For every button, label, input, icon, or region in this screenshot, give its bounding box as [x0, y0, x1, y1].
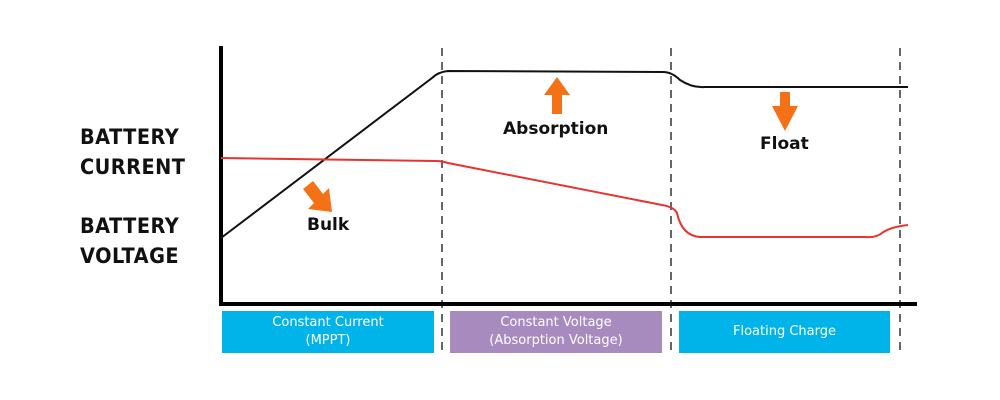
stage-box-line1: Floating Charge	[733, 324, 836, 339]
battery-current-label-line2: CURRENT	[80, 155, 186, 179]
absorption-arrow-icon	[544, 77, 570, 114]
phase-label-bulk: Bulk	[307, 215, 350, 235]
current-curve	[220, 157, 909, 239]
voltage-curve	[220, 69, 908, 239]
float-arrow-icon	[772, 92, 798, 131]
stage-box-line1: Constant Voltage	[500, 315, 612, 330]
stage-box-constant-voltage: Constant Voltage (Absorption Voltage)	[450, 311, 662, 353]
stage-box-floating-charge: Floating Charge	[679, 311, 890, 353]
battery-current-label: BATTERY CURRENT	[80, 122, 185, 182]
stage-box-line1: Constant Current	[272, 315, 384, 330]
stage-box-line2: (Absorption Voltage)	[489, 333, 623, 348]
battery-current-label-line1: BATTERY	[80, 125, 180, 149]
battery-voltage-label-line1: BATTERY	[80, 214, 180, 238]
battery-voltage-label: BATTERY VOLTAGE	[80, 211, 179, 271]
phase-label-float: Float	[760, 134, 809, 154]
bulk-arrow-icon	[303, 181, 332, 212]
stage-box-line2: (MPPT)	[305, 333, 351, 348]
stage-box-constant-current: Constant Current (MPPT)	[222, 311, 434, 353]
phase-label-absorption: Absorption	[503, 119, 609, 139]
battery-voltage-label-line2: VOLTAGE	[80, 244, 180, 268]
